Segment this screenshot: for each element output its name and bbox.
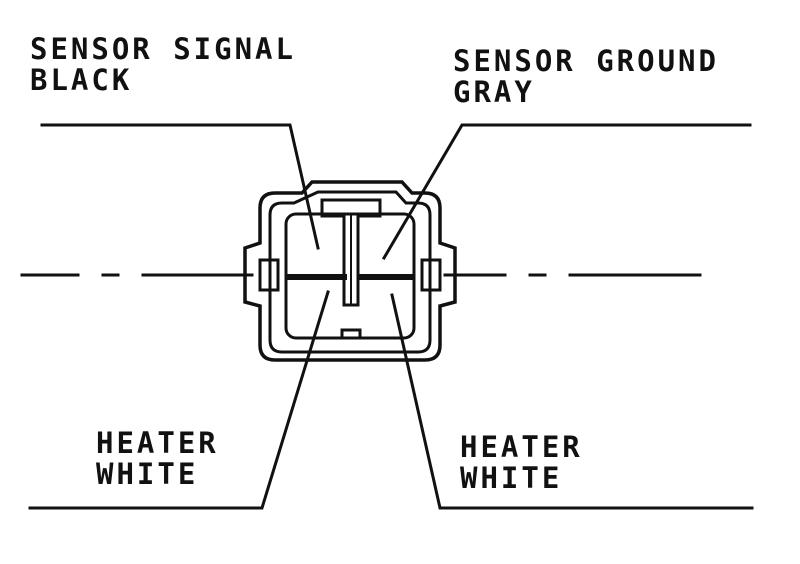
leader-heater-left — [28, 290, 330, 510]
sensor-signal-wire-color: BLACK — [30, 63, 133, 97]
leader-lines — [28, 123, 754, 510]
connector-outer-shell — [243, 180, 457, 362]
heater-right-wire-color: WHITE — [460, 461, 563, 495]
sensor-ground-wire-color: GRAY — [453, 75, 535, 109]
sensor-signal-name: SENSOR SIGNAL — [30, 32, 296, 66]
key-tab-t — [320, 198, 382, 307]
leader-sensor-ground — [381, 123, 752, 261]
heater-left-label: HEATER WHITE — [96, 428, 219, 490]
connector-housing — [243, 180, 457, 362]
left-latch — [258, 258, 280, 292]
bottom-notch — [340, 328, 362, 340]
heater-left-name: HEATER — [96, 426, 219, 460]
sensor-ground-label: SENSOR GROUND GRAY — [453, 46, 719, 108]
sensor-ground-name: SENSOR GROUND — [453, 44, 719, 78]
heater-right-name: HEATER — [460, 430, 583, 464]
leader-heater-right — [390, 293, 754, 510]
leader-sensor-signal — [40, 123, 320, 250]
heater-left-wire-color: WHITE — [96, 457, 199, 491]
heater-right-label: HEATER WHITE — [460, 432, 583, 494]
right-latch — [420, 258, 442, 292]
connector-inner-shell — [268, 190, 432, 354]
sensor-signal-label: SENSOR SIGNAL BLACK — [30, 34, 296, 96]
